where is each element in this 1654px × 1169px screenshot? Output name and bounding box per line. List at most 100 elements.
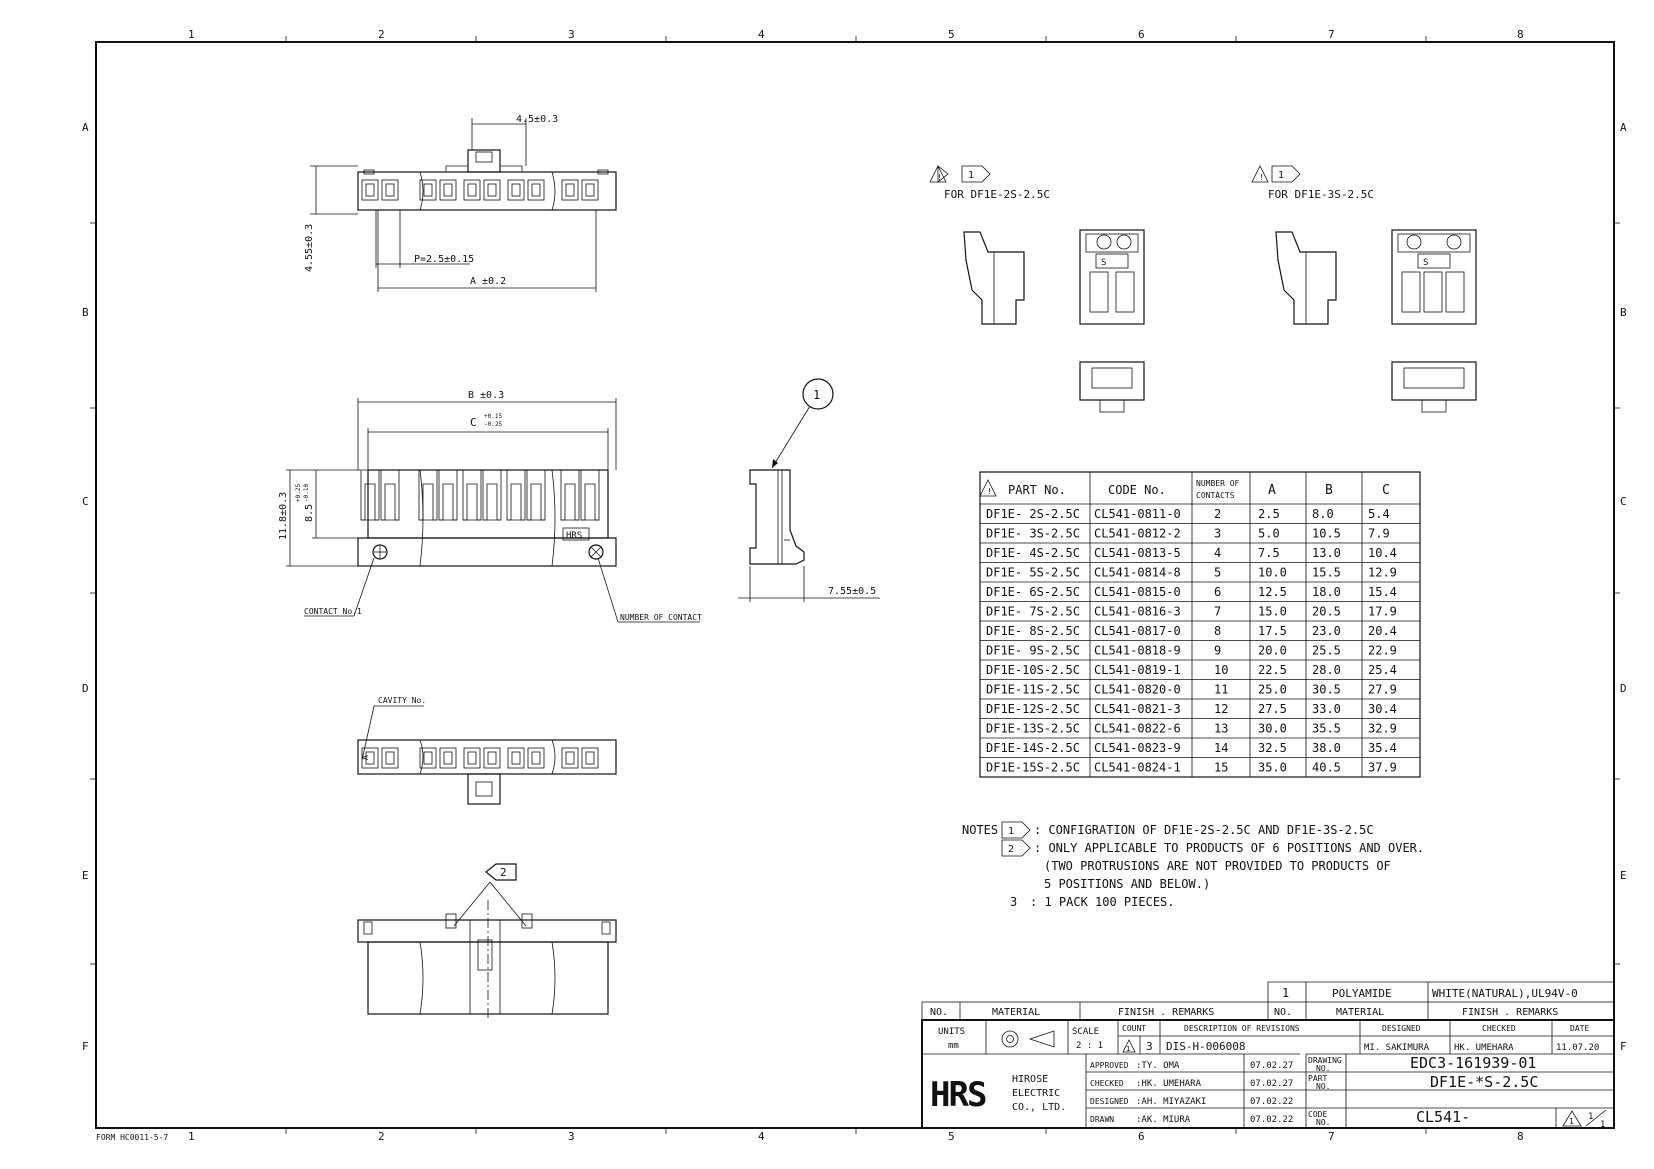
variant-2s-flag: 1 [968,170,974,181]
zone-row-left-F: F [82,1040,89,1053]
zone-col-bot-7: 7 [1328,1130,1335,1143]
dim-front-height-inner: 8.5 [304,504,315,522]
variant-2s-label: FOR DF1E-2S-2.5C [944,188,1050,201]
zone-row-right-D: D [1620,682,1627,695]
note2-flag: 2 [1008,844,1014,855]
code-no-label-1: CODE [1308,1110,1327,1119]
dim-top-height: 4.55±0.3 [304,224,315,272]
note3-num: 3 [1010,895,1017,909]
dim-front-c: C [470,416,477,429]
cavity-mark: A [361,755,370,760]
zone-col-top-5: 5 [948,28,955,41]
code-no-label-2: NO. [1316,1118,1330,1127]
top-view: 4.5±0.3 4.55±0.3 P=2.5±0.15 A ±0.2 [304,114,617,292]
table-cell-n: 15 [1214,761,1228,775]
table-cell-c: 7.9 [1368,527,1390,541]
svg-text:!: ! [937,173,942,182]
table-cell-part: DF1E-12S-2.5C [986,702,1080,716]
company-logo: HRS [930,1075,986,1115]
table-header-code-no: CODE No. [1108,483,1166,497]
zone-col-bot-8: 8 [1517,1130,1524,1143]
table-cell-n: 7 [1214,605,1221,619]
table-cell-a: 20.0 [1258,644,1287,658]
table-header-contacts-2: CONTACTS [1196,491,1235,500]
table-cell-a: 30.0 [1258,722,1287,736]
table-cell-b: 33.0 [1312,702,1341,716]
drawing-frame [95,41,1615,1129]
rev-checked: HK. UMEHARA [1454,1043,1514,1053]
table-cell-code: CL541-0818-9 [1094,644,1181,658]
table-cell-n: 12 [1214,702,1228,716]
dim-front-height-inner-tol-upper: +0.25 [295,484,302,502]
mat-no: 1 [1282,986,1289,1000]
table-cell-code: CL541-0822-6 [1094,722,1181,736]
table-cell-n: 8 [1214,624,1221,638]
table-cell-part: DF1E- 2S-2.5C [986,507,1080,521]
designed-name: :AH. MIYAZAKI [1136,1097,1206,1107]
table-cell-part: DF1E- 5S-2.5C [986,566,1080,580]
table-header-a: A [1268,483,1276,498]
table-cell-code: CL541-0823-9 [1094,741,1181,755]
table-cell-b: 23.0 [1312,624,1341,638]
zone-row-left-E: E [82,869,89,882]
hdr-finish-2: FINISH . REMARKS [1462,1007,1558,1018]
table-cell-b: 28.0 [1312,663,1341,677]
zone-col-bot-6: 6 [1138,1130,1145,1143]
table-cell-b: 30.5 [1312,683,1341,697]
dim-side-depth: 7.55±0.5 [828,586,876,597]
note2-line2: (TWO PROTRUSIONS ARE NOT PROVIDED TO PRO… [1044,859,1391,873]
table-cell-n: 14 [1214,741,1228,755]
table-cell-n: 4 [1214,546,1221,560]
zone-col-top-3: 3 [568,28,575,41]
table-cell-c: 22.9 [1368,644,1397,658]
approved-name: :TY. OMA [1136,1061,1180,1071]
note2-line3: 5 POSITIONS AND BELOW.) [1044,877,1210,891]
designed-date: 07.02.22 [1250,1097,1293,1107]
zone-col-top-4: 4 [758,28,765,41]
table-cell-b: 40.5 [1312,761,1341,775]
hdr-material-2: MATERIAL [1336,1007,1384,1018]
note3-text: : 1 PACK 100 PIECES. [1030,895,1175,909]
variant-2s-marking: S [1101,258,1106,268]
table-cell-a: 12.5 [1258,585,1287,599]
table-cell-code: CL541-0819-1 [1094,663,1181,677]
date-label: DATE [1570,1024,1589,1033]
table-cell-a: 35.0 [1258,761,1287,775]
drawn-name: :AK. MIURA [1136,1115,1191,1125]
form-number: FORM HC0011-5-7 [96,1133,168,1142]
table-cell-b: 25.5 [1312,644,1341,658]
table-cell-b: 8.0 [1312,507,1334,521]
table-cell-part: DF1E-15S-2.5C [986,761,1080,775]
drawing-no-label-2: NO. [1316,1064,1330,1073]
variant-3s: ! 1 FOR DF1E-3S-2.5C S [1251,165,1477,413]
scale-value: 2 : 1 [1076,1041,1103,1051]
sheet-num: 1 [1588,1112,1593,1122]
dim-top-pitch: P=2.5±0.15 [414,254,474,265]
table-cell-code: CL541-0813-5 [1094,546,1181,560]
table-cell-a: 2.5 [1258,507,1280,521]
table-cell-code: CL541-0812-2 [1094,527,1181,541]
table-cell-part: DF1E- 7S-2.5C [986,605,1080,619]
drawn-date: 07.02.22 [1250,1115,1293,1125]
table-cell-c: 32.9 [1368,722,1397,736]
table-cell-c: 25.4 [1368,663,1397,677]
table-cell-a: 7.5 [1258,546,1280,560]
note2-line1: : ONLY APPLICABLE TO PRODUCTS OF 6 POSIT… [1034,841,1424,855]
cavity-label: CAVITY No. [378,696,426,705]
table-cell-n: 9 [1214,644,1221,658]
table-cell-c: 37.9 [1368,761,1397,775]
drawn-label: DRAWN [1090,1115,1114,1124]
table-cell-a: 25.0 [1258,683,1287,697]
table-cell-b: 35.5 [1312,722,1341,736]
table-cell-b: 10.5 [1312,527,1341,541]
table-cell-part: DF1E- 9S-2.5C [986,644,1080,658]
mat-finish: WHITE(NATURAL),UL94V-0 [1432,987,1578,1000]
scale-label: SCALE [1072,1027,1099,1037]
hdr-no-1: NO. [930,1007,948,1018]
designed-label: DESIGNED [1382,1024,1421,1033]
svg-text:!: ! [987,487,992,496]
dim-front-c-tol-lower: -0.25 [484,421,502,428]
table-cell-a: 32.5 [1258,741,1287,755]
hdr-material-1: MATERIAL [992,1007,1040,1018]
table-cell-code: CL541-0815-0 [1094,585,1181,599]
